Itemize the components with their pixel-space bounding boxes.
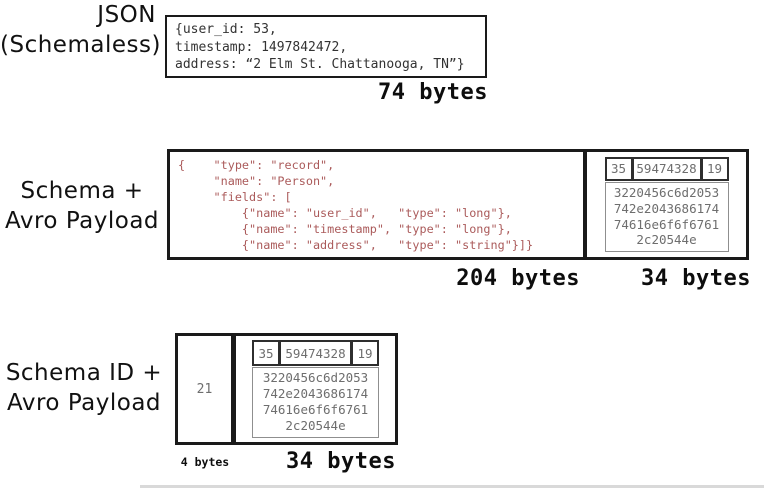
avro-payload-header-cell: 19 [700, 156, 729, 181]
json-size-label: 74 bytes [378, 80, 488, 105]
schema-avro-box: { "type": "record", "name": "Person", "f… [167, 149, 749, 260]
avro-payload-header-cell: 35 [252, 340, 280, 367]
json-code-lines: {user_id: 53,timestamp: 1497842472,addre… [175, 22, 465, 72]
avro-schema-pane: { "type": "record", "name": "Person", "f… [170, 152, 583, 257]
schema-avro-row-label-line1: Schema + [20, 178, 144, 204]
schema-id-row-label-line2: Avro Payload [6, 390, 162, 416]
schema-id-row-label-line1: Schema ID + [5, 360, 163, 386]
avro-payload-header: 35 59474328 19 [604, 156, 729, 181]
avro-payload-header-cell: 59474328 [279, 340, 352, 367]
json-row-label-line2: (Schemaless) [0, 32, 161, 58]
avro-payload-header-cell: 59474328 [631, 156, 702, 181]
schema-id-cell: 21 [196, 381, 213, 397]
payload-size-label-bottom: 34 bytes [286, 449, 396, 474]
json-payload-box: {user_id: 53,timestamp: 1497842472,addre… [165, 15, 487, 78]
avro-payload-header-cell: 19 [351, 340, 379, 367]
schema-size-label: 204 bytes [456, 266, 580, 291]
avro-schema-code: { "type": "record", "name": "Person", "f… [178, 158, 534, 253]
avro-payload-header: 35 59474328 19 [252, 340, 379, 367]
schema-avro-row-label-line2: Avro Payload [4, 208, 160, 234]
json-row-label: JSON (Schemaless) [0, 0, 161, 60]
schema-id-row-label: Schema ID + Avro Payload [0, 358, 168, 418]
payload-size-label-middle: 34 bytes [641, 266, 751, 291]
avro-payload-header-cell: 35 [604, 156, 633, 181]
json-row-label-line1: JSON [97, 2, 156, 28]
id-size-label: 4 bytes [180, 455, 230, 469]
schema-avro-row-label: Schema + Avro Payload [0, 176, 164, 236]
id-payload-divider [231, 336, 236, 442]
schema-payload-divider [583, 152, 587, 257]
bottom-divider [140, 485, 764, 488]
